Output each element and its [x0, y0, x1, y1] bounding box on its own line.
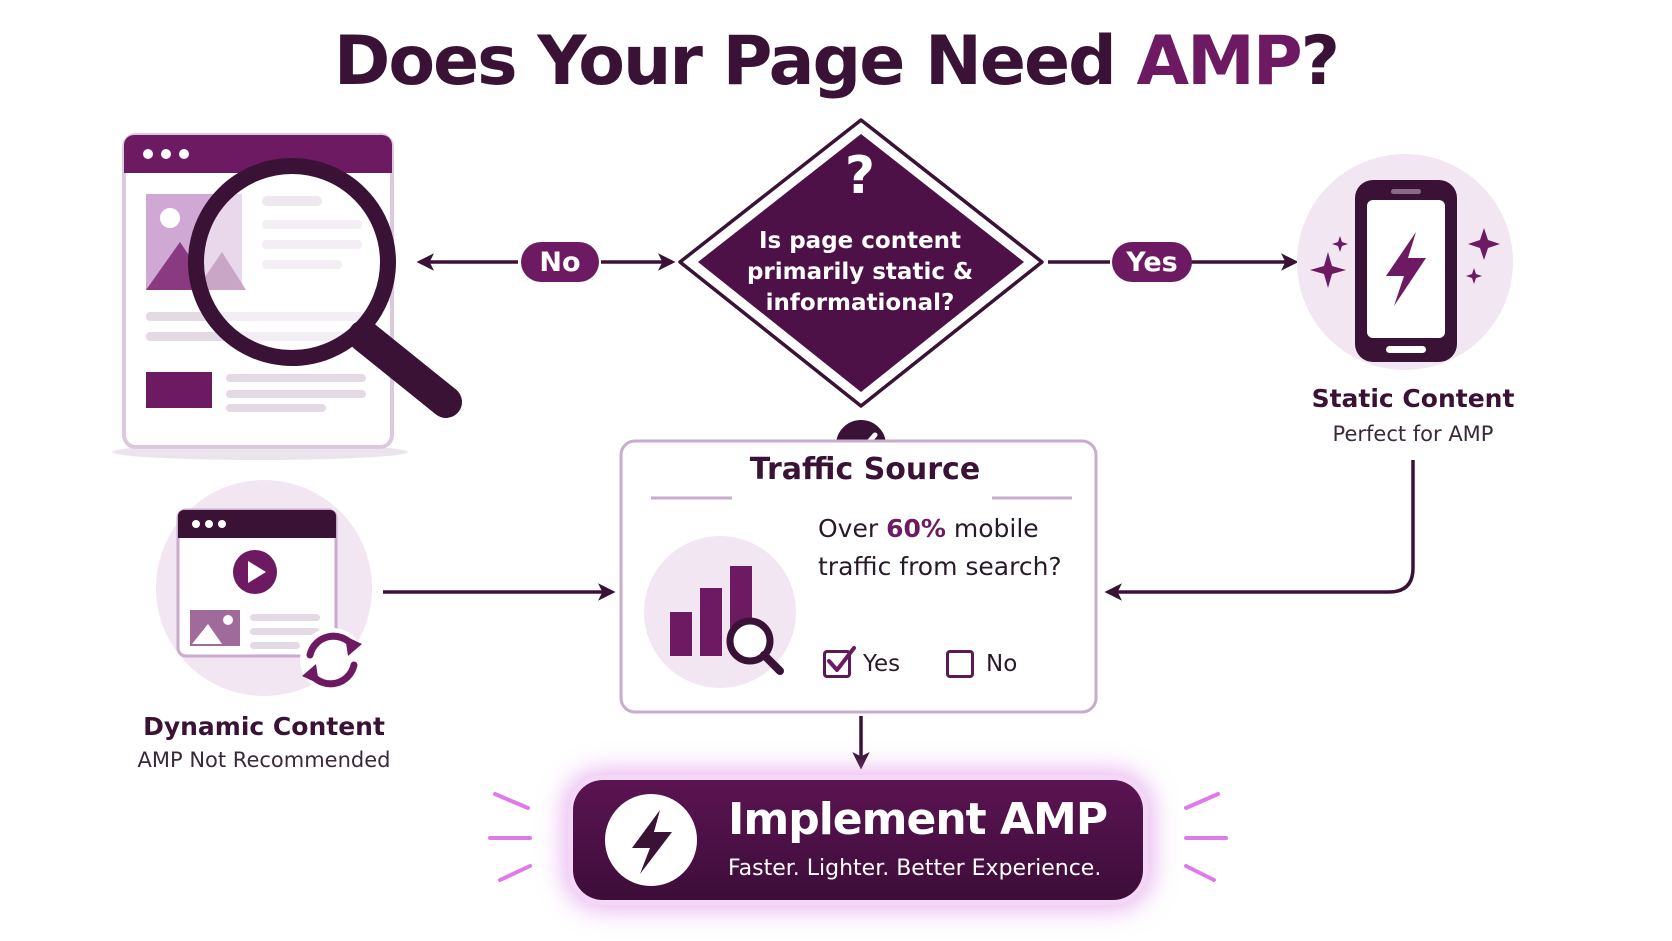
cta-glow-rays	[488, 792, 1228, 882]
checkmark-icon	[827, 646, 856, 672]
phone-bolt-illustration	[1297, 154, 1513, 370]
option-no[interactable]: No	[946, 650, 1017, 678]
traffic-question-pct: 60%	[886, 514, 946, 543]
cta-title: Implement AMP	[728, 794, 1108, 845]
decision-question: Is page content primarily static & infor…	[746, 228, 974, 316]
page-title: Does Your Page Need AMP?	[0, 22, 1672, 101]
yes-branch-label: Yes	[1112, 242, 1192, 282]
traffic-question-before: Over	[818, 514, 879, 543]
option-no-label: No	[986, 651, 1018, 677]
title-suffix: ?	[1300, 22, 1340, 101]
traffic-source-card	[619, 439, 1098, 714]
option-yes[interactable]: Yes	[823, 646, 901, 678]
connector-static-to-traffic	[1104, 460, 1415, 601]
option-yes-label: Yes	[863, 651, 901, 677]
static-content-title: Static Content	[1311, 384, 1515, 413]
traffic-source-title: Traffic Source	[749, 452, 981, 487]
title-prefix: Does Your Page Need	[333, 22, 1117, 101]
checkbox-yes[interactable]	[823, 646, 856, 678]
title-accent: AMP	[1136, 22, 1303, 101]
traffic-question-after: mobile	[953, 514, 1039, 543]
dynamic-content-subtitle: AMP Not Recommended	[137, 748, 391, 772]
checkbox-no[interactable]	[946, 650, 974, 678]
cta-subtitle: Faster. Lighter. Better Experience.	[728, 856, 1102, 881]
traffic-question: Over 60% mobile traffic from search?	[818, 510, 1108, 586]
decision-diamond	[678, 118, 1044, 408]
question-mark-icon: ?	[844, 146, 876, 206]
no-branch-label: No	[521, 242, 599, 282]
dynamic-content-illustration	[156, 480, 372, 696]
page-search-illustration	[112, 133, 462, 460]
dynamic-content-title: Dynamic Content	[143, 712, 385, 741]
traffic-question-line2: traffic from search?	[818, 552, 1062, 581]
static-content-subtitle: Perfect for AMP	[1332, 422, 1494, 446]
